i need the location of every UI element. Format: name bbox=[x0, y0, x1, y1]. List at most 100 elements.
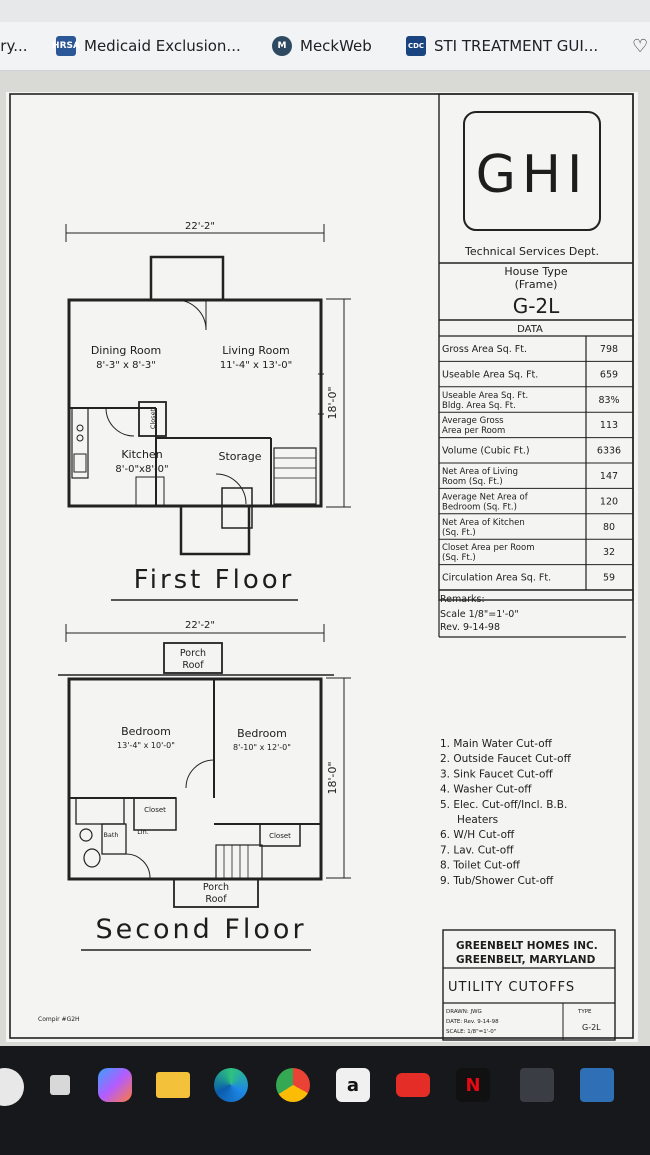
drawing-date: DATE: Rev. 9-14-98 bbox=[446, 1019, 499, 1025]
data-row-label: Room (Sq. Ft.) bbox=[442, 477, 503, 487]
drawn-by: DRAWN: JWG bbox=[446, 1009, 482, 1015]
porch-roof-bottom-line1: Porch bbox=[203, 882, 229, 893]
drawing-scale: SCALE: 1/8"=1'-0" bbox=[446, 1029, 496, 1035]
porch-roof-top-line2: Roof bbox=[182, 660, 204, 671]
cutoff-item: 2. Outside Faucet Cut-off bbox=[440, 753, 572, 765]
bookmark-meckweb[interactable]: M MeckWeb bbox=[272, 34, 372, 58]
utility-cutoff-list: 1. Main Water Cut-off 2. Outside Faucet C… bbox=[440, 738, 572, 887]
porch-roof-bottom-line2: Roof bbox=[205, 894, 227, 905]
first-floor-depth: 18'-0" bbox=[326, 386, 339, 419]
data-row-label: Gross Area Sq. Ft. bbox=[442, 344, 527, 355]
living-room-label: Living Room bbox=[222, 344, 290, 357]
cutoff-item: 6. W/H Cut-off bbox=[440, 829, 515, 841]
search-icon[interactable] bbox=[0, 1068, 24, 1106]
second-floor-title: Second Floor bbox=[95, 914, 306, 945]
meckweb-icon: M bbox=[272, 36, 292, 56]
app-icon[interactable] bbox=[580, 1068, 614, 1102]
data-row-label: Bldg. Area Sq. Ft. bbox=[442, 401, 516, 411]
bedroom-1-size: 13'-4" x 10'-0" bbox=[117, 741, 175, 750]
cutoff-item: 1. Main Water Cut-off bbox=[440, 738, 553, 750]
linen-label: Lin. bbox=[137, 828, 149, 836]
cutoff-item: 7. Lav. Cut-off bbox=[440, 844, 514, 856]
data-row-label: Average Net Area of bbox=[442, 492, 529, 502]
first-floor-title: First Floor bbox=[134, 565, 295, 595]
ghi-logo: GHI bbox=[476, 145, 589, 205]
youtube-icon[interactable] bbox=[396, 1073, 430, 1097]
copilot-icon[interactable] bbox=[98, 1068, 132, 1102]
data-row-label: Bedroom (Sq. Ft.) bbox=[442, 502, 517, 512]
second-floor-plan bbox=[58, 624, 351, 908]
netflix-icon[interactable]: N bbox=[456, 1068, 490, 1102]
company-name: GREENBELT HOMES INC. bbox=[456, 940, 598, 952]
house-code: G-2L bbox=[513, 294, 560, 318]
data-row-label: Area per Room bbox=[442, 426, 505, 436]
folder-icon[interactable] bbox=[156, 1072, 190, 1098]
data-row-value: 59 bbox=[603, 573, 615, 584]
title-block: GREENBELT HOMES INC. GREENBELT, MARYLAND… bbox=[442, 929, 616, 1041]
compiler-note: Compir #G2H bbox=[38, 1016, 80, 1023]
first-floor-closet-label: Closet bbox=[149, 408, 157, 429]
bookmarks-bar: ...ry... HRSA Medicaid Exclusion... M Me… bbox=[0, 22, 650, 71]
remarks-title: Remarks: bbox=[440, 594, 485, 605]
data-row-label: Volume (Cubic Ft.) bbox=[442, 446, 530, 457]
closet-label-left: Closet bbox=[144, 806, 166, 814]
first-floor-plan bbox=[65, 224, 351, 556]
bookmark-label: Medicaid Exclusion... bbox=[84, 37, 241, 55]
dining-room-size: 8'-3" x 8'-3" bbox=[96, 360, 156, 371]
data-row-value: 83% bbox=[598, 395, 619, 406]
cutoff-item: 8. Toilet Cut-off bbox=[440, 860, 521, 872]
data-row-label: Circulation Area Sq. Ft. bbox=[442, 573, 551, 584]
data-row-value: 120 bbox=[600, 496, 618, 507]
amazon-icon[interactable]: a bbox=[336, 1068, 370, 1102]
data-row-label: Useable Area Sq. Ft. bbox=[442, 369, 538, 380]
data-row-value: 6336 bbox=[597, 446, 621, 457]
heart-icon[interactable]: ♡ bbox=[632, 35, 649, 57]
hrsa-icon: HRSA bbox=[52, 36, 80, 56]
bedroom-2-label: Bedroom bbox=[237, 727, 287, 740]
sheet-title: UTILITY CUTOFFS bbox=[448, 980, 575, 995]
house-type-label: House Type bbox=[504, 265, 567, 278]
taskbar: a N bbox=[0, 1046, 650, 1155]
data-row-label: Net Area of Kitchen bbox=[442, 518, 525, 528]
cutoff-item: 3. Sink Faucet Cut-off bbox=[440, 768, 553, 780]
living-room-size: 11'-4" x 13'-0" bbox=[220, 360, 292, 371]
bath-label: Bath bbox=[103, 831, 118, 839]
bookmark-sti-treatment[interactable]: CDC STI TREATMENT GUI... bbox=[406, 34, 598, 58]
data-row-value: 147 bbox=[600, 471, 618, 482]
dept-label: Technical Services Dept. bbox=[464, 245, 599, 258]
type-label: TYPE bbox=[577, 1009, 592, 1015]
storage-label: Storage bbox=[218, 450, 261, 463]
edge-icon[interactable] bbox=[214, 1068, 248, 1102]
info-column: GHI Technical Services Dept. House Type … bbox=[438, 93, 634, 638]
house-frame-label: (Frame) bbox=[515, 278, 558, 291]
cutoff-item: 4. Washer Cut-off bbox=[440, 784, 532, 796]
data-row-label: Closet Area per Room bbox=[442, 543, 534, 553]
data-row-value: 80 bbox=[603, 522, 615, 533]
data-row-label: Average Gross bbox=[442, 416, 504, 426]
data-row-value: 32 bbox=[603, 547, 615, 558]
kitchen-label: Kitchen bbox=[121, 448, 162, 461]
chrome-icon[interactable] bbox=[276, 1068, 310, 1102]
first-floor-width: 22'-2" bbox=[185, 221, 215, 232]
second-floor-width: 22'-2" bbox=[185, 620, 215, 631]
calculator-icon[interactable] bbox=[520, 1068, 554, 1102]
bedroom-1-label: Bedroom bbox=[121, 725, 171, 738]
remarks-scale: Scale 1/8"=1'-0" bbox=[440, 609, 519, 620]
data-row-value: 798 bbox=[600, 344, 618, 355]
floor-plan-sheet: GHI Technical Services Dept. House Type … bbox=[6, 92, 638, 1042]
bookmark-label: STI TREATMENT GUI... bbox=[434, 37, 599, 55]
cutoff-item: 5. Elec. Cut-off/Incl. B.B. bbox=[440, 799, 567, 811]
remarks-rev: Rev. 9-14-98 bbox=[440, 622, 500, 633]
bookmark-partial[interactable]: ...ry... bbox=[0, 34, 28, 58]
browser-tab-strip bbox=[0, 0, 650, 22]
task-view-icon[interactable] bbox=[50, 1075, 70, 1095]
bookmark-medicaid[interactable]: HRSA Medicaid Exclusion... bbox=[52, 34, 241, 58]
company-location: GREENBELT, MARYLAND bbox=[456, 954, 596, 966]
bedroom-2-size: 8'-10" x 12'-0" bbox=[233, 743, 291, 752]
kitchen-size: 8'-0"x8'-0" bbox=[115, 464, 168, 475]
data-row-value: 659 bbox=[600, 369, 618, 380]
cutoff-item: Heaters bbox=[457, 814, 498, 826]
cutoff-item: 9. Tub/Shower Cut-off bbox=[440, 875, 554, 887]
second-floor-depth: 18'-0" bbox=[326, 761, 339, 794]
